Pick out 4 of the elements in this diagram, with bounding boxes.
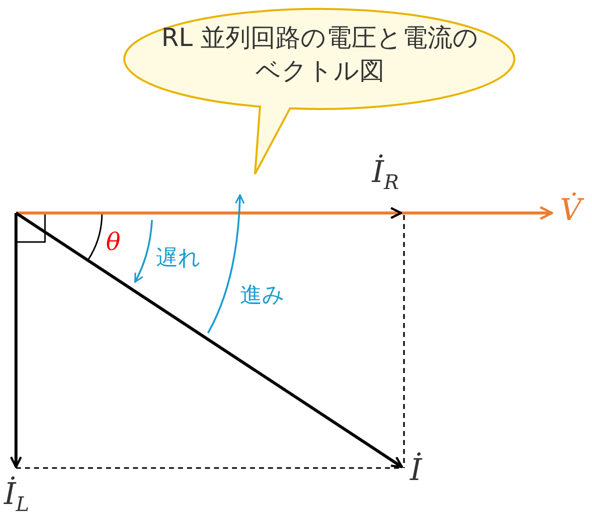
- lead-label: 進み: [240, 285, 285, 307]
- callout-text: RL 並列回路の電圧と電流のベクトル図: [160, 22, 480, 86]
- lag-label: 遅れ: [156, 248, 201, 270]
- angle-label: θ: [106, 230, 120, 254]
